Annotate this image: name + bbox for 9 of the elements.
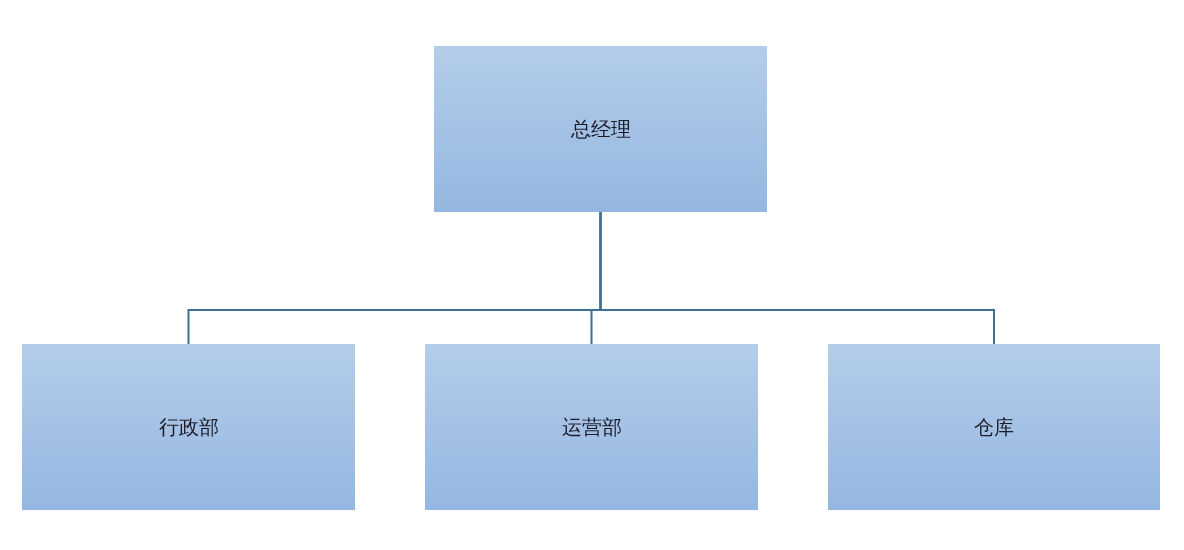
org-box [22, 344, 355, 510]
org-box [434, 46, 767, 212]
org-box [425, 344, 758, 510]
box-label: 运营部 [561, 415, 622, 439]
connector-line [599, 211, 995, 345]
org-box [828, 344, 1160, 510]
box-label: 仓库 [974, 415, 1014, 439]
box-label: 行政部 [158, 415, 219, 439]
box-label: 总经理 [570, 117, 631, 141]
